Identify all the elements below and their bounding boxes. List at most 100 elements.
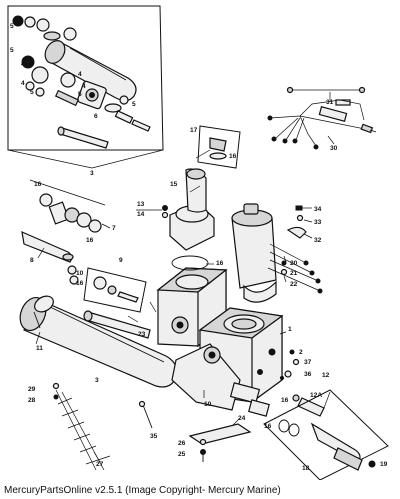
pin-11 <box>33 311 41 329</box>
callout-leaders <box>35 92 335 463</box>
washer-21 <box>280 268 288 276</box>
o-ring-16-a <box>278 419 290 433</box>
pin-35 <box>142 404 153 429</box>
callout-14: 14 <box>137 211 145 218</box>
callout-19: 19 <box>380 461 388 468</box>
washer-1 <box>25 81 35 91</box>
screw-13 <box>162 205 168 211</box>
callout-16-valve: 16 <box>281 397 289 404</box>
fitting-lower-2 <box>248 399 270 417</box>
reservoir-cap-15 <box>169 168 215 251</box>
valve-kit-piston <box>93 276 107 290</box>
pump-body-small <box>31 66 49 84</box>
o-ring-lower <box>60 72 76 88</box>
callout-22: 22 <box>290 281 298 288</box>
callout-28: 28 <box>28 397 36 404</box>
washer-14 <box>161 211 169 219</box>
spacer <box>114 110 134 124</box>
callout-4-d: 4 <box>82 83 86 90</box>
valve-kit-ring <box>107 285 117 295</box>
motor-terminal <box>243 203 259 215</box>
gasket-16 <box>171 255 209 271</box>
callout-24: 24 <box>238 415 246 422</box>
fill-plug-box <box>197 125 241 169</box>
screw-34 <box>295 205 303 211</box>
callout-4-a: 4 <box>21 61 25 68</box>
washer-33 <box>296 214 304 222</box>
callout-5-c: 5 <box>30 89 34 96</box>
callout-5-e: 5 <box>132 101 136 108</box>
ball <box>119 95 129 105</box>
manual-release-box <box>263 389 389 480</box>
seal-kit-ring-1 <box>39 193 53 207</box>
callout-12a: 12A <box>310 392 322 399</box>
callout-5-d: 5 <box>78 91 82 98</box>
callout-35: 35 <box>150 433 158 440</box>
fitting-lower <box>229 382 261 404</box>
callout-16-plug: 16 <box>229 153 237 160</box>
plug-2 <box>289 349 295 355</box>
callout-4-b: 4 <box>21 80 25 87</box>
mount-bracket-27 <box>55 389 111 471</box>
callout-36: 36 <box>304 371 312 378</box>
screw-28 <box>53 394 59 400</box>
o-ring-mid <box>63 27 77 41</box>
motor-seal-22 <box>243 280 277 303</box>
callout-16-gasket: 16 <box>216 260 224 267</box>
callout-16-left: 16 <box>76 280 84 287</box>
valve-leader <box>323 391 331 409</box>
washer-2 <box>35 87 45 97</box>
plate <box>54 89 80 107</box>
motor-wire-2 <box>269 251 311 273</box>
callout-9: 9 <box>119 257 123 264</box>
valve-kit-screw <box>117 291 139 303</box>
valve-kit-frame <box>83 267 147 313</box>
piston-rod-23 <box>83 310 151 339</box>
callout-26: 26 <box>178 440 186 447</box>
screw-19 <box>368 460 376 468</box>
callout-16-kit-b: 16 <box>86 237 94 244</box>
callout-15: 15 <box>170 181 178 188</box>
washer-29 <box>52 382 60 390</box>
callout-6: 6 <box>94 113 98 120</box>
valve-12 <box>297 397 325 417</box>
seal-top <box>43 31 61 41</box>
callout-10-center: 10 <box>204 401 212 408</box>
pump-motor <box>231 203 277 303</box>
callout-21: 21 <box>290 270 298 277</box>
callout-27: 27 <box>96 461 104 468</box>
o-ring-16-valve <box>292 394 300 402</box>
wire-harness-31 <box>286 86 366 94</box>
cylinder-end-cap <box>34 295 54 313</box>
o-ring-16 <box>69 275 79 285</box>
manual-release-frame <box>263 389 389 480</box>
pump-kit-box <box>7 5 164 169</box>
motor-wire-4 <box>267 267 319 291</box>
callout-33: 33 <box>314 219 322 226</box>
shaft <box>59 127 109 149</box>
o-ring-top <box>24 16 36 28</box>
wire-harness-30 <box>267 99 377 150</box>
pump-assembly <box>77 80 107 110</box>
callout-25: 25 <box>178 451 186 458</box>
bracket-24 <box>188 423 252 445</box>
screw-kit <box>131 119 151 132</box>
callout-5-a: 5 <box>10 23 14 30</box>
manifold-lower <box>171 343 241 411</box>
callout-3-top: 3 <box>90 170 94 177</box>
copyright-footer: MercuryPartsOnline v2.5.1 (Image Copyrig… <box>4 485 281 496</box>
exploded-parts-diagram: 1 2 3 3 4 4 4 4 5 5 5 5 5 6 7 8 9 10 10 … <box>7 5 389 480</box>
fill-plug <box>209 137 227 152</box>
callout-8: 8 <box>30 257 34 264</box>
seal-kit-ring-4 <box>88 219 102 233</box>
callout-16-box: 16 <box>264 423 272 430</box>
callout-29: 29 <box>28 386 36 393</box>
seal-kit-ring-3 <box>76 212 92 228</box>
callout-32: 32 <box>314 237 322 244</box>
kit-bracket-left <box>7 149 93 169</box>
callout-labels: 1 2 3 3 4 4 4 4 5 5 5 5 5 6 7 8 9 10 10 … <box>10 23 388 472</box>
washer-36 <box>284 370 292 378</box>
callout-13: 13 <box>137 201 145 208</box>
callout-12: 12 <box>322 372 330 379</box>
